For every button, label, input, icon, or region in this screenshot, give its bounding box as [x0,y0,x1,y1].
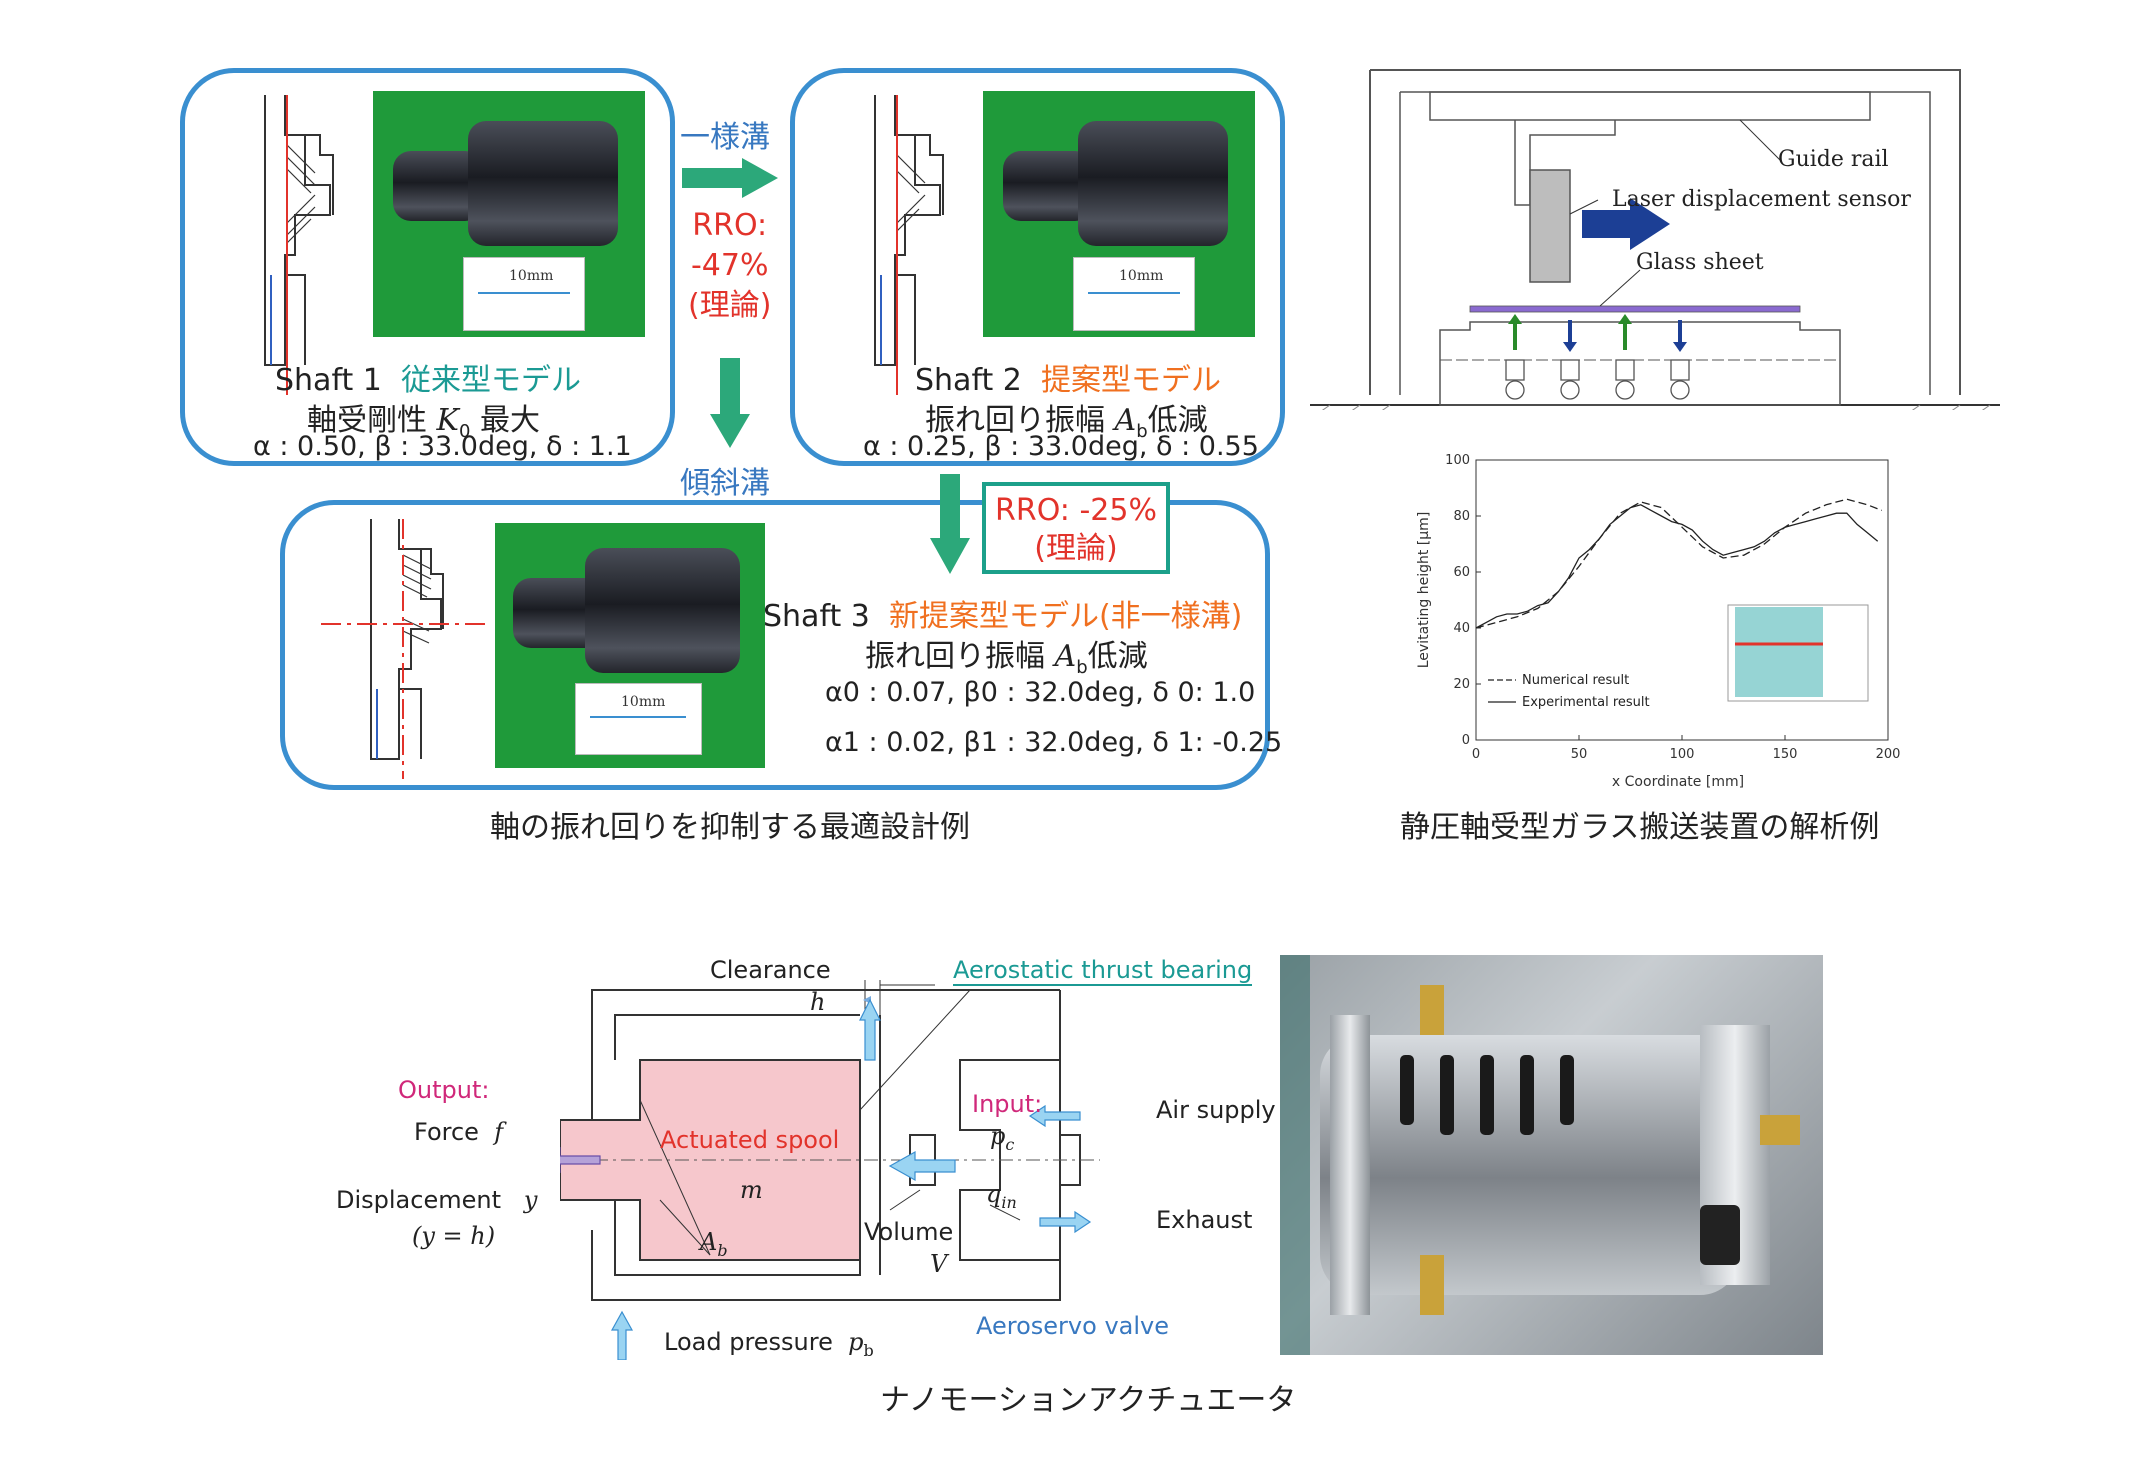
shaft1-params: α : 0.50, β : 33.0deg, δ : 1.1 [253,431,632,462]
actuator-diagram [560,980,1100,1360]
shaft1-panel: 10mm Shaft 1 従来型モデル 軸受剛性 K0 最大 α : 0.50,… [180,68,675,466]
glass-caption: 静圧軸受型ガラス搬送装置の解析例 [1400,810,1880,845]
air-supply-label: Air supply [1156,1096,1276,1124]
x-tick-label: 200 [1876,747,1901,762]
shaft1-cross-section [264,95,334,395]
qin-label: qin [986,1180,1017,1212]
shaft3-photo: 10mm [495,523,765,768]
chart-xlabel: x Coordinate [mm] [1612,774,1744,790]
shaft2-photo: 10mm [983,91,1255,337]
force-label: Force f [414,1118,504,1146]
glass-transport-diagram [1310,69,2000,410]
shaft3-params-1: α1 : 0.02, β1 : 32.0deg, δ 1: -0.25 [825,727,1283,758]
shaft2-description: 振れ回り振幅 Ab低減 [925,403,1208,442]
shaft3-cross-section [321,519,491,779]
shaft2-scale-card: 10mm [1073,257,1195,331]
displacement-label: Displacement y [336,1186,538,1214]
shaft2-panel: 10mm Shaft 2 提案型モデル 振れ回り振幅 Ab低減 α : 0.25… [790,68,1285,466]
rro2-box: RRO: -25% (理論) [982,482,1170,574]
shaft2-params: α : 0.25, β : 33.0deg, δ : 0.55 [863,431,1259,462]
series-line-numerical [1475,498,1883,629]
actuator-photo [1280,955,1823,1355]
load-pressure-label: Load pressure pb [664,1328,874,1360]
y-tick-label: 100 [1445,453,1470,468]
shaft3-description: 振れ回り振幅 Ab低減 [865,639,1148,678]
legend-label: Numerical result [1522,673,1629,688]
shaft1-description: 軸受剛性 K0 最大 [307,403,540,442]
h-label: h [810,988,826,1016]
shaft2-cross-section [874,95,944,395]
y-tick-label: 20 [1453,677,1470,692]
shaft3-panel: 10mm Shaft 3 新提案型モデル(非一様溝) 振れ回り振幅 Ab低減 α… [280,500,1282,790]
laser-sensor-label: Laser displacement sensor [1612,187,1911,212]
chart-ylabel: Levitating height [μm] [1416,512,1432,669]
actuator-caption: ナノモーションアクチュエータ [880,1383,1297,1418]
exhaust-label: Exhaust [1156,1206,1253,1234]
glass-sheet-label: Glass sheet [1636,250,1764,275]
ab-label: Ab [700,1228,728,1260]
shaft1-scale-card: 10mm [463,257,585,331]
series-line-experimental [1475,504,1879,629]
levitation-chart: Levitating height [μm] x Coordinate [mm]… [1416,453,1901,790]
legend-inset-frame [1727,604,1869,702]
legend-inset-plate [1735,607,1823,697]
x-tick-label: 50 [1571,747,1588,762]
tilted-groove-label: 傾斜溝 [680,466,770,501]
down-arrow-icon [710,358,750,448]
x-tick-label: 0 [1472,747,1480,762]
x-tick-label: 100 [1670,747,1695,762]
down-arrow-2-icon [930,474,970,574]
y-eq-h-label: (y = h) [412,1222,496,1250]
shaft1-photo: 10mm [373,91,645,337]
output-label: Output: [398,1076,490,1104]
aeroservo-label: Aeroservo valve [976,1312,1169,1340]
shaft1-title: Shaft 1 従来型モデル [275,363,581,398]
input-label: Input: [972,1090,1043,1118]
y-tick-label: 0 [1462,733,1470,748]
x-tick-label: 150 [1773,747,1798,762]
y-tick-label: 60 [1453,565,1470,580]
pc-label: pc [990,1122,1015,1154]
actuated-spool-label: Actuated spool [660,1126,840,1154]
right-arrow-icon [682,158,778,198]
shaft-caption: 軸の振れ回りを抑制する最適設計例 [490,810,970,845]
v-label: V [930,1250,948,1278]
y-tick-label: 40 [1453,621,1470,636]
y-tick-label: 80 [1453,509,1470,524]
guide-rail-label: Guide rail [1778,147,1889,172]
rro1-label: RRO: -47% (理論) [688,208,772,323]
shaft3-scale-card: 10mm [575,683,702,755]
thrust-bearing-label: Aerostatic thrust bearing [953,956,1253,986]
volume-label: Volume [864,1218,954,1246]
uniform-groove-label: 一様溝 [680,120,770,155]
legend-label: Experimental result [1522,695,1650,710]
shaft3-title: Shaft 3 新提案型モデル(非一様溝) [763,599,1243,634]
shaft3-params-0: α0 : 0.07, β0 : 32.0deg, δ 0: 1.0 [825,677,1256,708]
shaft2-title: Shaft 2 提案型モデル [915,363,1221,398]
clearance-label: Clearance [710,956,831,984]
m-label: m [740,1176,763,1204]
